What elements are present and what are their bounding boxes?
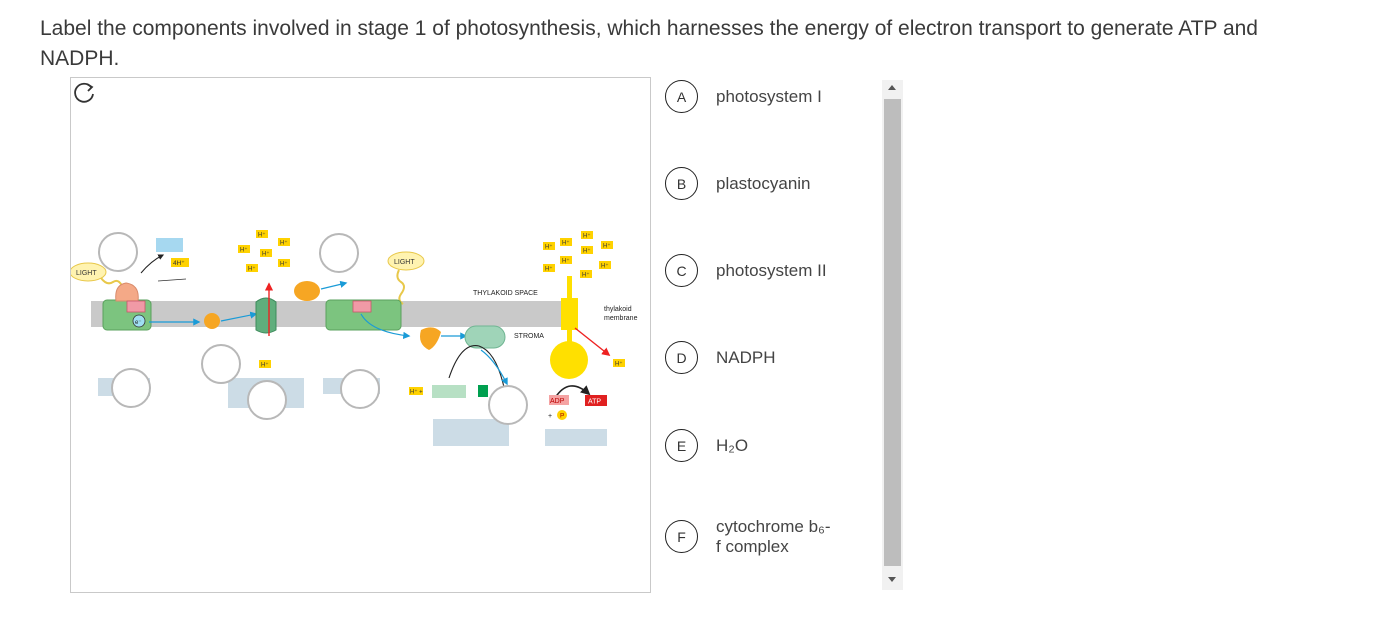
option-b-label: plastocyanin bbox=[716, 174, 811, 193]
drop-zone-1[interactable] bbox=[98, 232, 138, 272]
svg-text:H⁺ +: H⁺ + bbox=[410, 389, 423, 396]
drop-zone-3[interactable] bbox=[111, 368, 151, 408]
option-f-label-line2: f complex bbox=[716, 537, 789, 556]
svg-text:H⁺: H⁺ bbox=[583, 248, 591, 255]
option-b-letter: B bbox=[665, 167, 698, 200]
adp-box bbox=[549, 395, 569, 405]
light-text-right: LIGHT bbox=[394, 259, 415, 266]
svg-text:4H⁺: 4H⁺ bbox=[173, 260, 185, 267]
option-e-label: H₂O bbox=[716, 436, 749, 455]
atp-box bbox=[585, 395, 607, 406]
diagram-canvas: LIGHT LIGHT e⁻ 4H⁺ H⁺ H⁺ H⁺ H⁺ H⁺ bbox=[70, 77, 651, 593]
option-e-letter: E bbox=[665, 429, 698, 462]
thylakoid-space-text: THYLAKOID SPACE bbox=[473, 290, 538, 297]
light-text-left: LIGHT bbox=[76, 270, 97, 277]
photosystem-i-block bbox=[325, 299, 402, 331]
question-text: Label the components involved in stage 1… bbox=[40, 17, 1258, 70]
scroll-thumb[interactable] bbox=[884, 99, 901, 566]
drop-zone-7[interactable] bbox=[488, 385, 528, 425]
option-f-label-line1: cytochrome b₆- bbox=[716, 517, 831, 536]
svg-text:H⁺: H⁺ bbox=[562, 258, 570, 265]
drop-zone-2[interactable] bbox=[319, 233, 359, 273]
h-cluster-cyt: H⁺ H⁺ H⁺ H⁺ H⁺ H⁺ H⁺ bbox=[238, 230, 290, 369]
svg-text:H⁺: H⁺ bbox=[248, 266, 256, 273]
light-badge-left bbox=[71, 262, 107, 282]
h4-box bbox=[171, 258, 189, 267]
option-d-letter: D bbox=[665, 341, 698, 374]
svg-text:H⁺: H⁺ bbox=[261, 362, 269, 369]
svg-text:e⁻: e⁻ bbox=[135, 320, 142, 326]
option-a-label: photosystem I bbox=[716, 87, 822, 106]
options-scrollbar[interactable] bbox=[882, 80, 903, 590]
option-c[interactable]: C photosystem II bbox=[665, 254, 870, 290]
scroll-up-icon[interactable] bbox=[888, 85, 896, 90]
svg-text:H⁺: H⁺ bbox=[582, 272, 590, 279]
option-f[interactable]: F cytochrome b₆- f complex bbox=[665, 517, 870, 568]
h-cluster-atp: H⁺ H⁺ H⁺ H⁺ H⁺ H⁺ H⁺ H⁺ H⁺ bbox=[543, 231, 613, 279]
option-c-letter: C bbox=[665, 254, 698, 287]
option-c-label: photosystem II bbox=[716, 261, 827, 280]
option-f-letter: F bbox=[665, 520, 698, 553]
reset-icon[interactable] bbox=[71, 78, 99, 106]
svg-text:+: + bbox=[548, 413, 552, 420]
photosynthesis-diagram: LIGHT LIGHT e⁻ 4H⁺ H⁺ H⁺ H⁺ H⁺ H⁺ bbox=[71, 230, 638, 446]
option-d[interactable]: D NADPH bbox=[665, 341, 870, 377]
svg-text:H⁺: H⁺ bbox=[545, 266, 553, 273]
svg-text:H⁺: H⁺ bbox=[262, 251, 270, 258]
scroll-down-icon[interactable] bbox=[888, 577, 896, 582]
nadp-reductase bbox=[464, 325, 506, 349]
plastoquinone bbox=[204, 313, 220, 329]
label-box-5 bbox=[545, 429, 607, 446]
svg-text:H⁺: H⁺ bbox=[562, 240, 570, 247]
svg-text:H⁺: H⁺ bbox=[280, 261, 288, 268]
stroma-text: STROMA bbox=[514, 333, 544, 340]
plastocyanin-shape bbox=[294, 281, 320, 301]
option-a[interactable]: A photosystem I bbox=[665, 80, 870, 116]
atp-synthase-head bbox=[550, 341, 588, 379]
svg-text:ATP: ATP bbox=[588, 399, 601, 406]
svg-text:H⁺: H⁺ bbox=[545, 244, 553, 251]
ferredoxin bbox=[420, 327, 441, 350]
svg-text:H⁺: H⁺ bbox=[258, 232, 266, 239]
svg-text:ADP: ADP bbox=[550, 398, 565, 405]
svg-text:P: P bbox=[560, 413, 564, 420]
option-d-label: NADPH bbox=[716, 348, 776, 367]
drop-zone-5[interactable] bbox=[247, 380, 287, 420]
phosphate-circle bbox=[557, 410, 567, 420]
nadph-green-box bbox=[478, 385, 488, 397]
label-box-4 bbox=[433, 419, 509, 446]
option-f-label: cytochrome b₆- f complex bbox=[716, 517, 831, 557]
svg-text:H⁺: H⁺ bbox=[615, 361, 623, 368]
option-a-letter: A bbox=[665, 80, 698, 113]
drop-zone-6[interactable] bbox=[340, 369, 380, 409]
option-e[interactable]: E H₂O bbox=[665, 429, 870, 465]
cytochrome-complex bbox=[255, 297, 277, 334]
svg-text:H⁺: H⁺ bbox=[240, 247, 248, 254]
light-badge-right bbox=[387, 251, 425, 271]
drop-zone-4[interactable] bbox=[201, 344, 241, 384]
option-b[interactable]: B plastocyanin bbox=[665, 167, 870, 203]
svg-text:H⁺: H⁺ bbox=[601, 263, 609, 270]
svg-text:H⁺: H⁺ bbox=[583, 233, 591, 240]
membrane-text-1: thylakoid bbox=[604, 306, 632, 313]
membrane-text-2: membrane bbox=[604, 315, 638, 322]
svg-text:H⁺: H⁺ bbox=[603, 243, 611, 250]
label-box-top bbox=[156, 238, 183, 252]
nadp-plus-box bbox=[432, 385, 466, 398]
svg-text:H⁺: H⁺ bbox=[280, 240, 288, 247]
